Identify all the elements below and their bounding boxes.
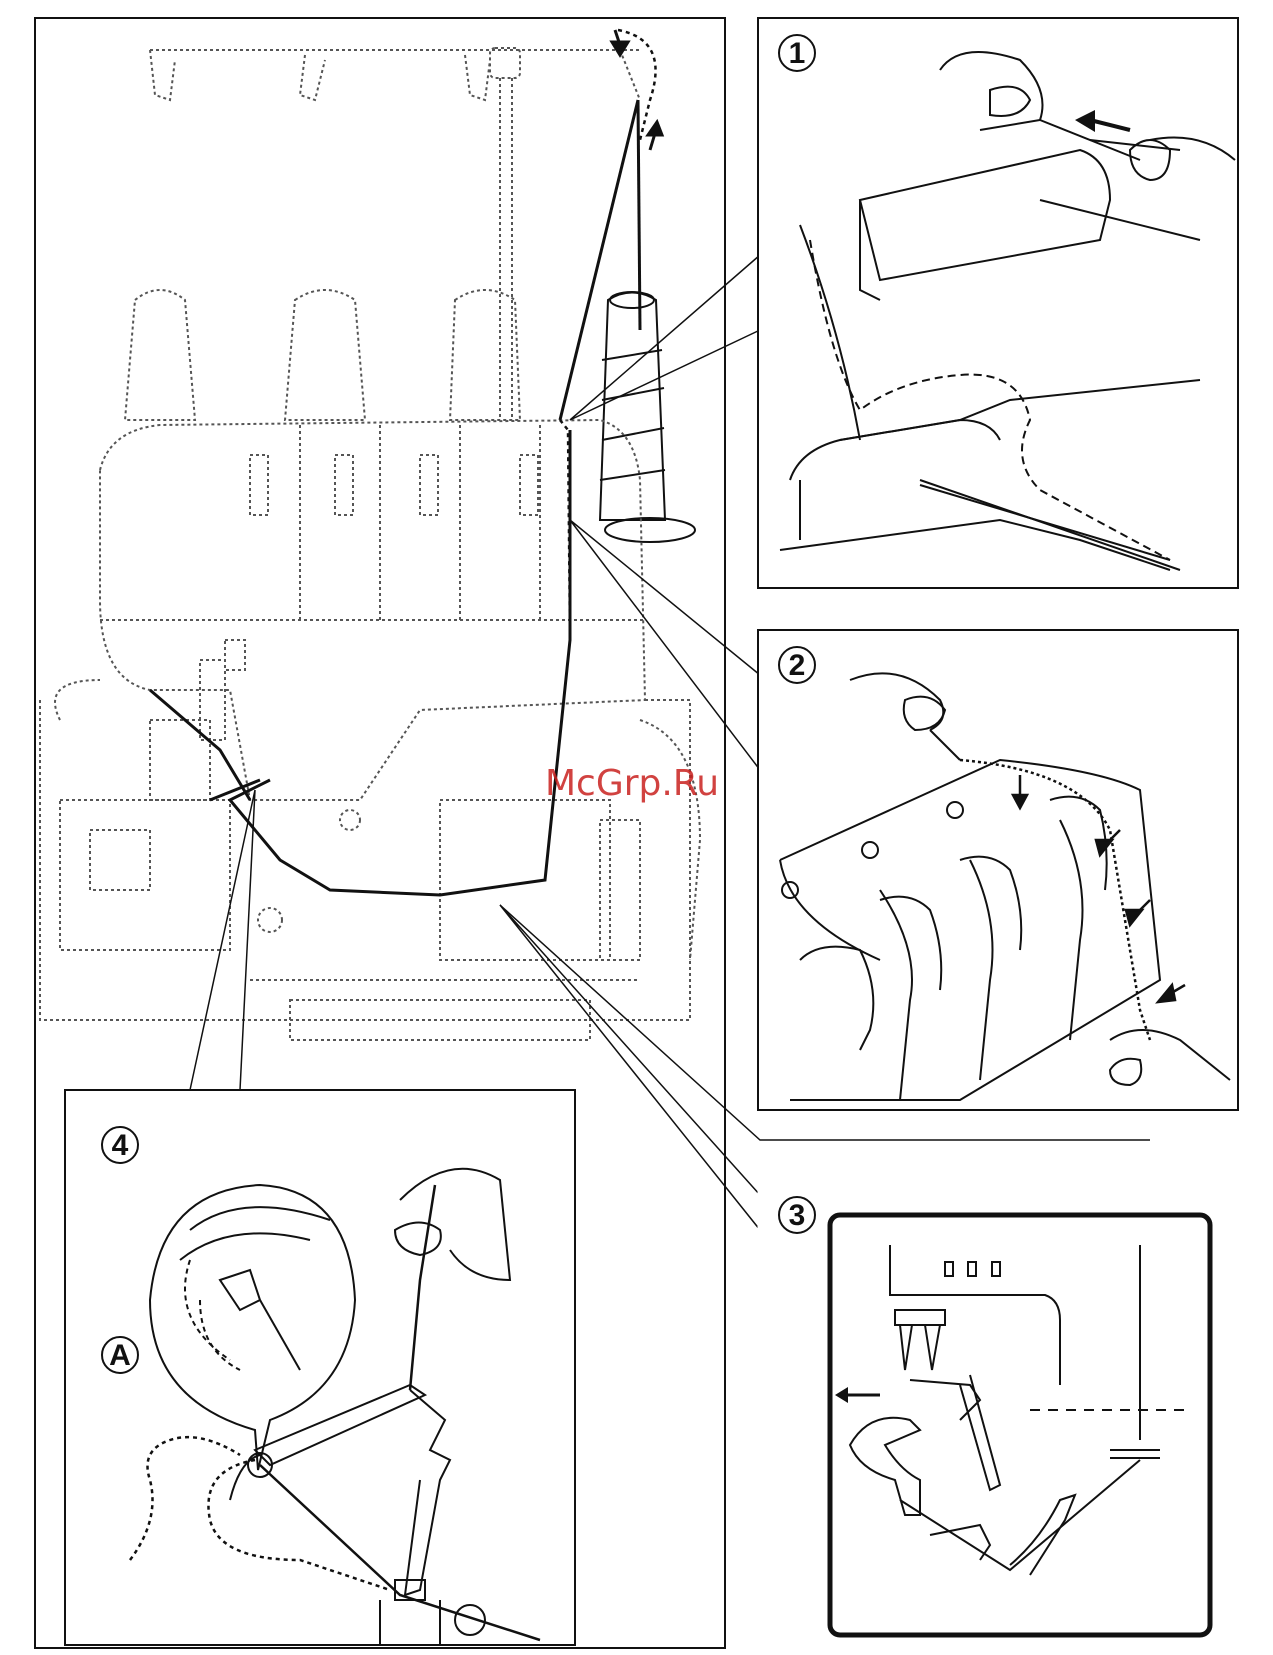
step-4-label: 4 (112, 1129, 129, 1162)
step-1-label: 1 (789, 37, 806, 70)
inset-1: 1 (758, 18, 1238, 588)
solid-cone (600, 292, 695, 542)
inset-3: 3 (758, 1180, 1238, 1650)
step-3-label: 3 (789, 1199, 806, 1232)
inset-2: 2 (758, 630, 1238, 1110)
thread-cones (125, 290, 520, 420)
detail-a-label: A (109, 1339, 131, 1372)
step-2-label: 2 (789, 649, 806, 682)
watermark-text: McGrp.Ru (545, 763, 719, 804)
inset-4: 4 A (65, 1090, 575, 1645)
thread-stand (150, 48, 640, 420)
